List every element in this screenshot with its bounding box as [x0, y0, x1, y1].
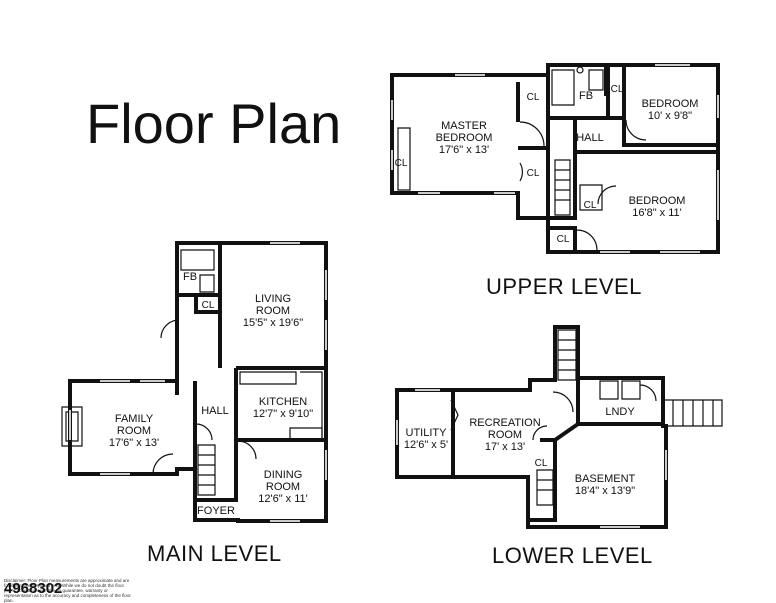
dining-room-name2: ROOM: [266, 481, 300, 493]
kitchen-name: KITCHEN: [259, 396, 307, 408]
bedroom-large-size: 16'8" x 11': [632, 207, 682, 219]
laundry-label: LNDY: [605, 406, 635, 418]
living-room-size: 15'5" x 19'6": [243, 317, 303, 329]
basement-name: BASEMENT: [575, 473, 636, 485]
main-fb-label: FB: [183, 271, 197, 283]
recreation-room-name: RECREATION: [469, 417, 540, 429]
closet-label: CL: [611, 84, 624, 95]
master-bedroom-name2: BEDROOM: [436, 132, 493, 144]
main-level-plan: LIVING ROOM 15'5" x 19'6" KITCHEN 12'7" …: [61, 241, 328, 523]
living-room-name2: ROOM: [256, 305, 290, 317]
closet-label: CL: [557, 234, 570, 245]
bedroom-small-name: BEDROOM: [642, 98, 699, 110]
recreation-room-size: 17' x 13': [485, 441, 525, 453]
foyer-label: FOYER: [197, 505, 235, 517]
closet-label: CL: [527, 168, 540, 179]
family-room-name2: ROOM: [117, 425, 151, 437]
utility-name: UTILITY: [406, 427, 448, 439]
closet-label: CL: [527, 92, 540, 103]
master-bedroom-name: MASTER: [441, 120, 487, 132]
closet-label: CL: [584, 200, 597, 211]
page-title: Floor Plan: [86, 92, 342, 155]
bedroom-small-size: 10' x 9'8": [648, 110, 692, 122]
lower-level-plan: UTILITY 12'6" x 5' RECREATION ROOM 17' x…: [395, 325, 723, 529]
main-level-label: MAIN LEVEL: [147, 541, 282, 566]
living-room-name: LIVING: [255, 293, 291, 305]
recreation-room-name2: ROOM: [488, 429, 522, 441]
family-room-name: FAMILY: [115, 413, 154, 425]
closet-label: CL: [535, 458, 548, 469]
dining-room-name: DINING: [264, 469, 303, 481]
upper-fb-label: FB: [579, 90, 593, 102]
basement-size: 18'4" x 13'9": [575, 485, 635, 497]
upper-hall-label: HALL: [576, 132, 604, 144]
master-bedroom-size: 17'6" x 13': [439, 144, 489, 156]
lower-level-label: LOWER LEVEL: [492, 543, 653, 568]
bedroom-large-name: BEDROOM: [629, 195, 686, 207]
closet-label: CL: [202, 300, 215, 311]
dining-room-size: 12'6" x 11': [258, 493, 308, 505]
upper-level-plan: MASTER BEDROOM 17'6" x 13' BEDROOM 10' x…: [390, 63, 720, 254]
main-hall-label: HALL: [201, 405, 229, 417]
kitchen-size: 12'7" x 9'10": [253, 408, 313, 420]
upper-level-label: UPPER LEVEL: [486, 274, 642, 299]
closet-label: CL: [395, 158, 408, 169]
utility-size: 12'6" x 5': [404, 439, 448, 451]
family-room-size: 17'6" x 13': [109, 437, 159, 449]
listing-number: 4968302: [4, 580, 63, 597]
